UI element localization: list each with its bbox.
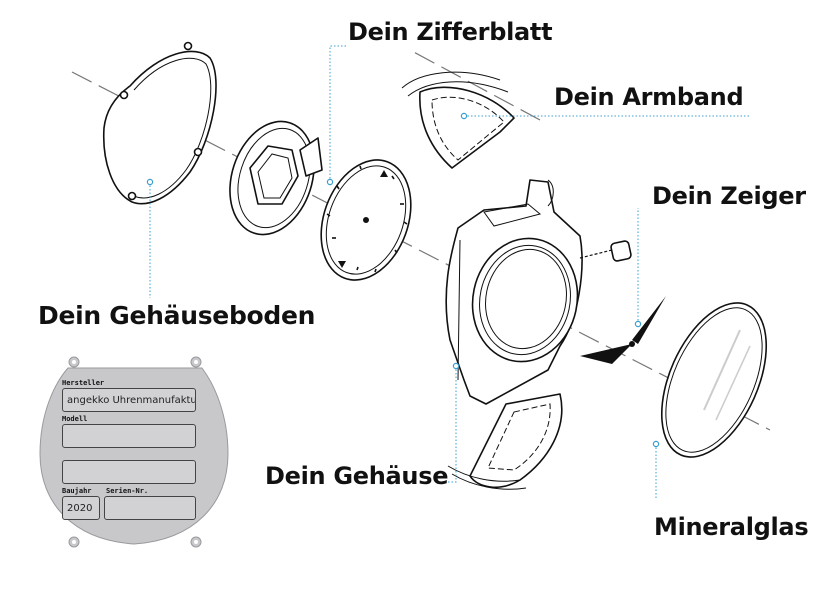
label-strap: Dein Armband bbox=[554, 83, 744, 111]
hersteller-label: Hersteller bbox=[62, 379, 105, 387]
strap-axis bbox=[409, 49, 541, 121]
dial bbox=[320, 159, 412, 281]
leader-dot-zeiger bbox=[634, 320, 642, 328]
watch-case bbox=[445, 179, 583, 405]
baujahr-field[interactable]: 2020 bbox=[62, 496, 100, 520]
case-back bbox=[102, 41, 217, 205]
label-mineral-glass: Mineralglas bbox=[654, 513, 809, 541]
leader-dot-gehaeuseboden bbox=[146, 178, 154, 186]
baujahr-label: Baujahr bbox=[62, 487, 92, 495]
mineral-glass bbox=[660, 302, 768, 458]
label-hands: Dein Zeiger bbox=[652, 182, 806, 210]
hersteller-field[interactable]: angekko Uhrenmanufaktur bbox=[62, 388, 196, 412]
movement-spacer bbox=[229, 120, 323, 236]
modell-label: Modell bbox=[62, 415, 88, 423]
strap-upper bbox=[401, 71, 515, 169]
engraving-plate: Hersteller angekko Uhrenmanufaktur Model… bbox=[34, 354, 234, 554]
modell-field[interactable] bbox=[62, 424, 196, 448]
inscription-line-field[interactable] bbox=[62, 460, 196, 484]
crown bbox=[579, 240, 632, 262]
leader-dot-zifferblatt bbox=[326, 178, 334, 186]
leader-gehaeuse bbox=[445, 366, 457, 483]
seriennr-field[interactable] bbox=[104, 496, 196, 520]
leader-dot-mineralglas bbox=[652, 440, 660, 448]
leader-dot-armband bbox=[460, 112, 468, 120]
seriennr-label: Serien-Nr. bbox=[106, 487, 149, 495]
strap-lower bbox=[447, 393, 563, 490]
leader-dot-gehaeuse bbox=[452, 362, 460, 370]
label-dial: Dein Zifferblatt bbox=[348, 18, 553, 46]
leader-zifferblatt bbox=[329, 45, 348, 182]
watch-hands bbox=[580, 296, 666, 364]
label-case-back: Dein Gehäuseboden bbox=[38, 301, 316, 330]
label-case: Dein Gehäuse bbox=[265, 462, 449, 490]
